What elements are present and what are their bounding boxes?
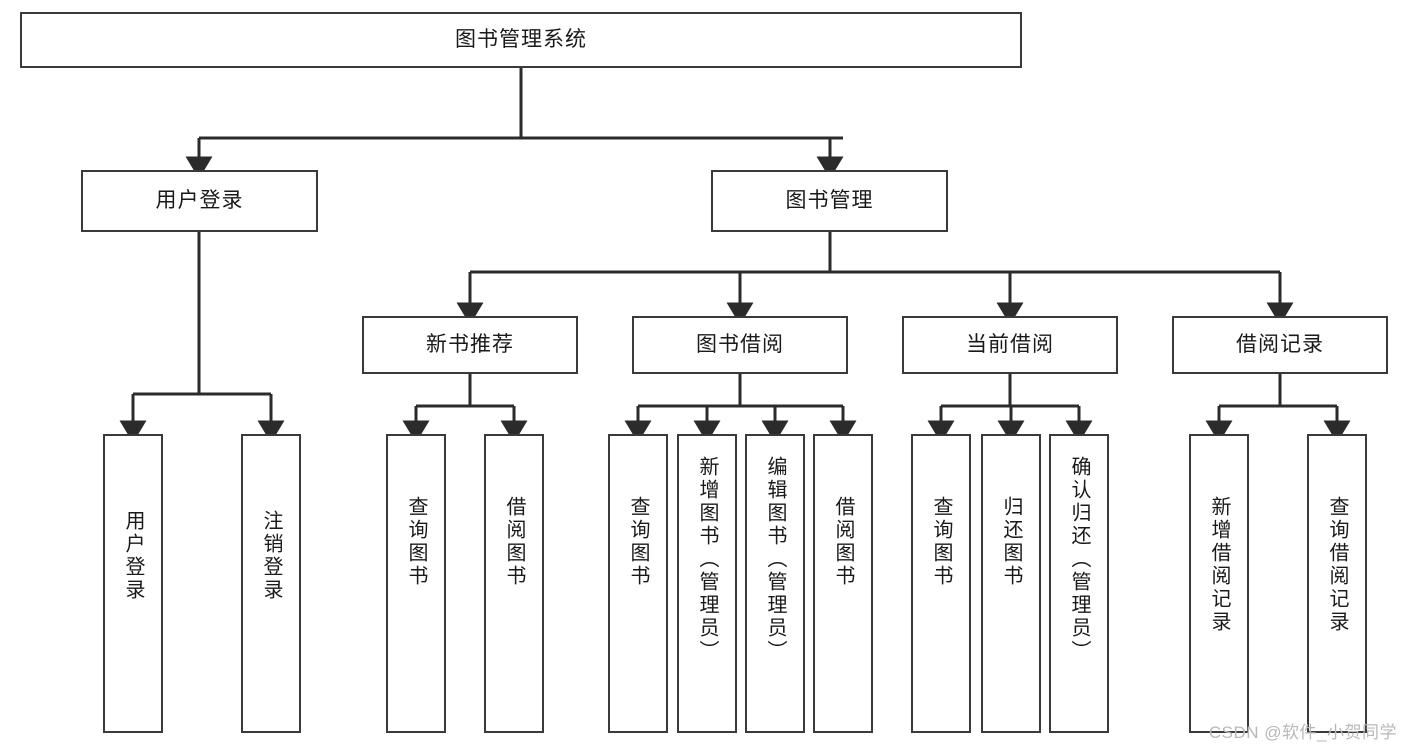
node-leaf-borrow-book-2[interactable]: 借阅图书 [813, 434, 873, 733]
node-leaf-borrow-book-2-label: 借阅图书 [832, 496, 854, 588]
node-book-borrow-label: 图书借阅 [696, 332, 784, 356]
node-leaf-query-book-1[interactable]: 查询图书 [386, 434, 446, 733]
node-borrow-record[interactable]: 借阅记录 [1172, 316, 1388, 374]
node-book-management[interactable]: 图书管理 [711, 170, 948, 232]
node-leaf-query-book-3[interactable]: 查询图书 [911, 434, 971, 733]
node-user-login-label: 用户登录 [155, 188, 244, 212]
node-root-label: 图书管理系统 [455, 27, 587, 51]
node-root[interactable]: 图书管理系统 [20, 12, 1022, 68]
node-leaf-query-borrow-record-label: 查询借阅记录 [1326, 496, 1348, 634]
node-leaf-add-book-admin[interactable]: 新增图书（管理员） [677, 434, 737, 733]
node-leaf-query-borrow-record[interactable]: 查询借阅记录 [1307, 434, 1367, 733]
node-leaf-confirm-return-admin-label: 确认归还（管理员） [1068, 456, 1090, 663]
node-leaf-user-login-label: 用户登录 [122, 510, 144, 602]
node-leaf-add-borrow-record-label: 新增借阅记录 [1208, 496, 1230, 634]
node-new-book-recommend-label: 新书推荐 [426, 332, 514, 356]
node-new-book-recommend[interactable]: 新书推荐 [362, 316, 578, 374]
node-leaf-borrow-book-1-label: 借阅图书 [503, 496, 525, 588]
node-leaf-query-book-2[interactable]: 查询图书 [608, 434, 668, 733]
node-leaf-borrow-book-1[interactable]: 借阅图书 [484, 434, 544, 733]
node-leaf-user-login[interactable]: 用户登录 [103, 434, 163, 733]
node-leaf-user-logout[interactable]: 注销登录 [241, 434, 301, 733]
node-user-login[interactable]: 用户登录 [81, 170, 318, 232]
node-leaf-return-book[interactable]: 归还图书 [981, 434, 1041, 733]
node-leaf-query-book-3-label: 查询图书 [930, 496, 952, 588]
watermark-text: CSDN @软件_小贺同学 [1208, 723, 1397, 742]
node-leaf-query-book-2-label: 查询图书 [627, 496, 649, 588]
node-leaf-edit-book-admin[interactable]: 编辑图书（管理员） [745, 434, 805, 733]
node-leaf-return-book-label: 归还图书 [1000, 496, 1022, 588]
node-leaf-confirm-return-admin[interactable]: 确认归还（管理员） [1049, 434, 1109, 733]
node-book-management-label: 图书管理 [785, 188, 874, 212]
node-leaf-query-book-1-label: 查询图书 [405, 496, 427, 588]
node-current-borrow[interactable]: 当前借阅 [902, 316, 1118, 374]
node-leaf-add-book-admin-label: 新增图书（管理员） [696, 456, 718, 663]
node-leaf-add-borrow-record[interactable]: 新增借阅记录 [1189, 434, 1249, 733]
node-leaf-user-logout-label: 注销登录 [260, 510, 282, 602]
node-current-borrow-label: 当前借阅 [966, 332, 1054, 356]
node-borrow-record-label: 借阅记录 [1236, 332, 1324, 356]
node-book-borrow[interactable]: 图书借阅 [632, 316, 848, 374]
node-leaf-edit-book-admin-label: 编辑图书（管理员） [764, 456, 786, 663]
